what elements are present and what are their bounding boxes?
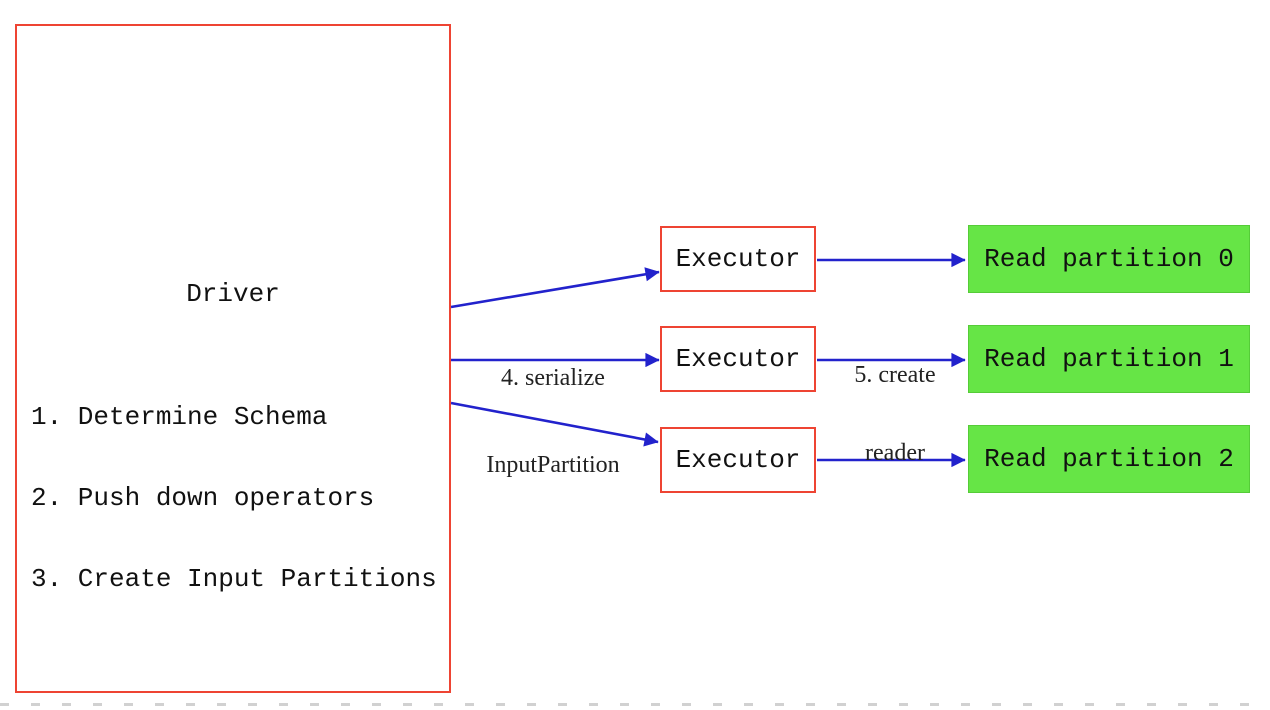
executor-box-0: Executor [660, 226, 816, 292]
read-partition-box-2: Read partition 2 [968, 425, 1250, 493]
arrow-driver-to-executor-0 [450, 267, 660, 309]
driver-step-3: 3. Create Input Partitions [31, 564, 437, 594]
read-partition-box-0: Read partition 0 [968, 225, 1250, 293]
create-reader-label-line-2: reader [865, 440, 925, 466]
driver-title: Driver [186, 279, 280, 309]
read-partition-label-2: Read partition 2 [984, 444, 1234, 474]
executor-label-0: Executor [675, 244, 801, 274]
page-edge-artifact [0, 703, 1270, 706]
executor-box-1: Executor [660, 326, 816, 392]
executor-box-2: Executor [660, 427, 816, 493]
serialize-inputpartition-label: 4. serialize InputPartition [453, 306, 653, 538]
serialize-label-line-2: InputPartition [486, 452, 620, 478]
driver-step-1: 1. Determine Schema [31, 402, 328, 432]
serialize-label-line-1: 4. serialize [501, 365, 605, 391]
arrow-driver-to-executor-2 [450, 401, 659, 447]
read-partition-label-0: Read partition 0 [984, 244, 1234, 274]
executor-label-2: Executor [675, 445, 801, 475]
driver-step-2: 2. Push down operators [31, 483, 375, 513]
create-reader-label: 5. create reader [820, 310, 970, 518]
create-reader-label-line-1: 5. create [854, 362, 936, 388]
driver-steps: 1. Determine Schema 2. Push down operato… [31, 350, 437, 647]
read-partition-box-1: Read partition 1 [968, 325, 1250, 393]
driver-box: Driver 1. Determine Schema 2. Push down … [15, 24, 451, 693]
read-partition-label-1: Read partition 1 [984, 344, 1234, 374]
executor-label-1: Executor [675, 344, 801, 374]
